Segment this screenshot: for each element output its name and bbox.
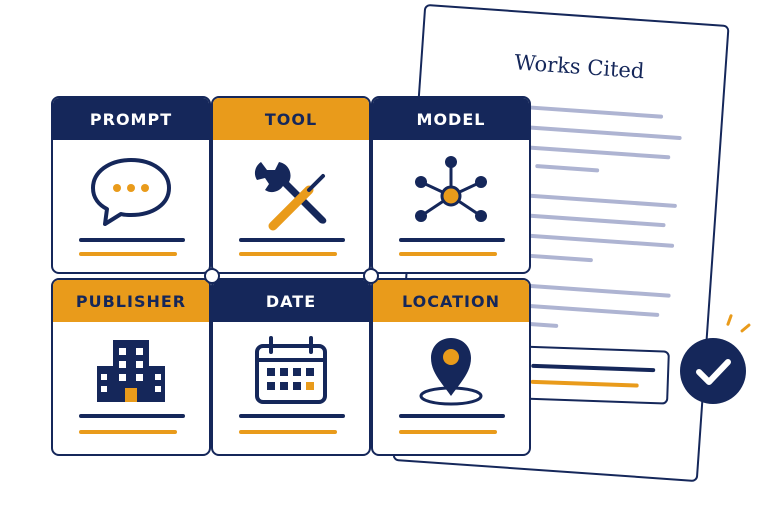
card-label: DATE: [213, 280, 369, 322]
card-line: [79, 252, 177, 256]
text-line: [521, 125, 682, 141]
card-publisher: PUBLISHER: [51, 278, 211, 456]
card-line: [239, 414, 345, 418]
connector-node: [363, 268, 379, 284]
sparkle-mark: [726, 313, 733, 327]
card-line: [239, 238, 345, 242]
text-line: [510, 282, 671, 298]
card-location: LOCATION: [371, 278, 531, 456]
calendar-icon: [255, 336, 327, 404]
network-graph-icon: [415, 156, 487, 222]
card-line: [79, 414, 185, 418]
card-prompt: PROMPT: [51, 96, 211, 274]
sparkle-mark: [739, 322, 752, 334]
highlighted-citation: [516, 345, 670, 405]
card-label: PROMPT: [53, 98, 209, 140]
connector-node: [204, 268, 220, 284]
card-line: [239, 252, 337, 256]
card-line: [79, 238, 185, 242]
text-line: [523, 105, 664, 119]
card-label: MODEL: [373, 98, 529, 140]
text-line: [509, 302, 660, 318]
text-line: [528, 253, 594, 263]
wrench-screwdriver-icon: [254, 162, 327, 231]
card-label: TOOL: [213, 98, 369, 140]
text-line: [535, 164, 600, 173]
checkmark-badge: [680, 338, 746, 404]
card-line: [399, 430, 497, 434]
card-line: [79, 430, 177, 434]
card-date: DATE: [211, 278, 371, 456]
card-line: [399, 414, 505, 418]
card-tool: TOOL: [211, 96, 371, 274]
text-line: [514, 232, 675, 248]
text-line: [515, 212, 666, 228]
building-icon: [97, 340, 165, 402]
card-label: PUBLISHER: [53, 280, 209, 322]
document-title: Works Cited: [513, 50, 646, 84]
text-line: [520, 144, 671, 160]
card-line: [399, 252, 497, 256]
card-line: [239, 430, 337, 434]
card-label: LOCATION: [373, 280, 529, 322]
citation-line: [531, 363, 656, 373]
checkmark-icon: [696, 359, 731, 385]
card-model: MODEL: [371, 96, 531, 274]
card-line: [399, 238, 505, 242]
text-line: [517, 192, 678, 208]
speech-bubble-icon: [91, 158, 171, 226]
map-pin-icon: [419, 338, 483, 406]
citation-line: [530, 379, 639, 388]
